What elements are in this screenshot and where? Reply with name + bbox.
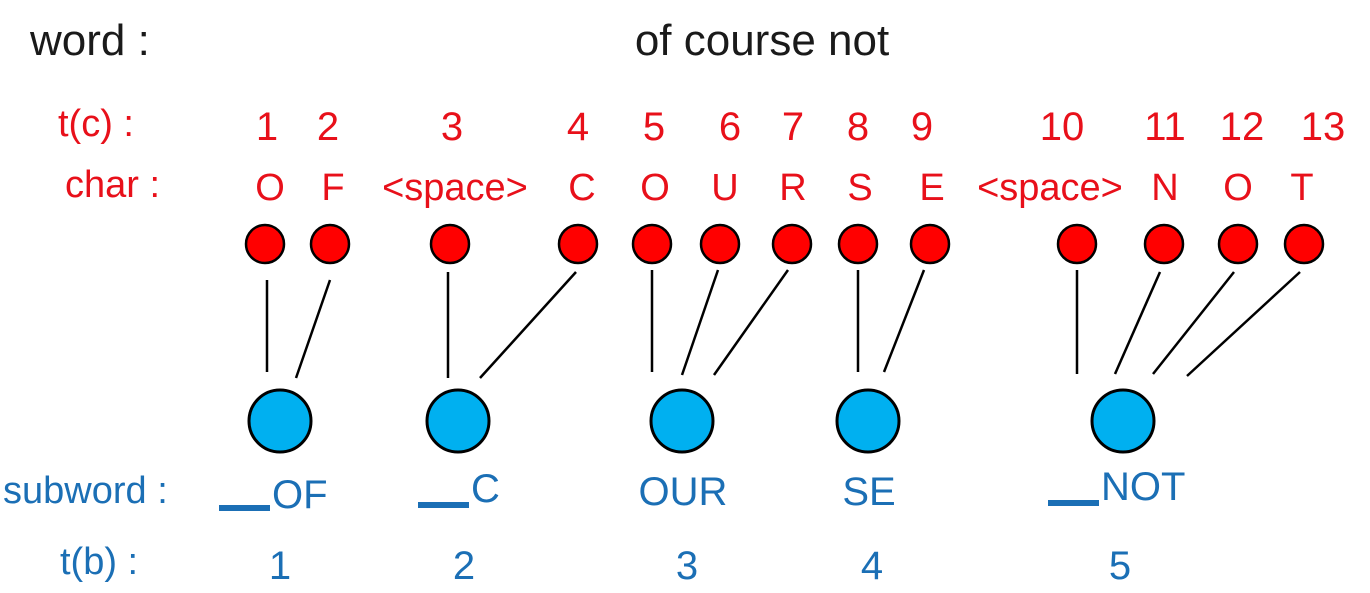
subword-column: OF 1 <box>219 388 328 588</box>
char-node <box>1143 223 1185 265</box>
subword-row-label: subword : <box>3 470 168 512</box>
subword-label: NOT <box>1101 465 1185 509</box>
subword-index: 5 <box>1109 544 1131 588</box>
char-symbol: C <box>568 167 595 209</box>
char-symbol: S <box>847 167 872 209</box>
char-column: 2 F <box>309 105 351 265</box>
char-symbol: <space> <box>382 167 528 209</box>
char-column: 8 S <box>837 105 879 265</box>
char-index: 2 <box>317 105 339 149</box>
char-node <box>837 223 879 265</box>
char-subword-link <box>882 269 926 373</box>
char-symbol: U <box>711 167 738 209</box>
subword-label: OF <box>272 473 328 517</box>
char-column: 7 R <box>771 105 813 265</box>
char-node <box>309 223 351 265</box>
char-column: 3 <space> <box>382 105 528 265</box>
subword-node <box>425 388 491 454</box>
space-marker <box>1048 500 1099 506</box>
links-layer <box>265 269 1301 379</box>
tb-row-label: t(b) : <box>60 541 138 583</box>
char-subword-link <box>1152 271 1235 375</box>
char-subword-link <box>712 269 790 376</box>
subword-label: SE <box>842 470 895 514</box>
word-text: of course not <box>635 16 889 65</box>
subword-node <box>835 388 901 454</box>
char-node <box>1217 223 1259 265</box>
subword-label: OUR <box>639 470 728 514</box>
subword-column: NOT 5 <box>1048 388 1185 588</box>
char-node <box>244 223 286 265</box>
char-index: 8 <box>847 105 869 149</box>
char-subword-link <box>1186 271 1301 377</box>
subword-index: 4 <box>861 544 883 588</box>
char-node <box>1283 223 1325 265</box>
char-node <box>699 223 741 265</box>
char-index: 13 <box>1301 105 1346 149</box>
char-node <box>1056 223 1098 265</box>
tc-row-label: t(c) : <box>58 103 134 145</box>
subword-index: 1 <box>269 544 291 588</box>
char-column: 6 U <box>699 105 741 265</box>
char-symbol: O <box>255 167 285 209</box>
char-node <box>771 223 813 265</box>
char-subword-link <box>1113 271 1162 375</box>
char-symbol: O <box>1223 167 1253 209</box>
subword-node <box>247 388 313 454</box>
subword-column: SE 4 <box>835 388 901 588</box>
char-column: 1 O <box>244 105 286 265</box>
subword-column: C 2 <box>418 388 500 588</box>
char-index: 12 <box>1220 105 1265 149</box>
char-symbol: E <box>919 167 944 209</box>
char-node <box>429 223 471 265</box>
char-column: 4 C <box>557 105 599 265</box>
char-column: 12 O <box>1217 105 1265 265</box>
char-index: 9 <box>911 105 933 149</box>
char-symbol: O <box>640 167 670 209</box>
subword-index: 2 <box>453 544 475 588</box>
char-subword-link <box>680 269 720 376</box>
subword-node <box>649 388 715 454</box>
char-symbol: F <box>321 167 344 209</box>
space-marker <box>418 502 469 508</box>
word-row-label: word : <box>29 16 150 65</box>
char-index: 10 <box>1040 105 1085 149</box>
char-subword-link <box>479 271 577 379</box>
char-column: 10 <space> <box>977 105 1123 265</box>
char-index: 6 <box>719 105 741 149</box>
subword-label: C <box>471 467 500 511</box>
char-node <box>631 223 673 265</box>
char-symbol: R <box>779 167 806 209</box>
char-index: 5 <box>643 105 665 149</box>
char-index: 11 <box>1144 105 1186 149</box>
char-row-label: char : <box>65 164 160 206</box>
char-column: 5 O <box>631 105 673 265</box>
char-column: 9 E <box>909 105 951 265</box>
char-symbol: <space> <box>977 167 1123 209</box>
char-symbol: N <box>1151 167 1178 209</box>
char-symbol: T <box>1290 167 1313 209</box>
char-subword-link <box>294 279 332 379</box>
char-index: 3 <box>441 105 463 149</box>
char-index: 7 <box>782 105 804 149</box>
subword-node <box>1090 388 1156 454</box>
char-index: 4 <box>567 105 589 149</box>
subword-column: OUR 3 <box>639 388 728 588</box>
char-column: 13 T <box>1283 105 1346 265</box>
char-index: 1 <box>256 105 278 149</box>
char-node <box>557 223 599 265</box>
char-column: 11 N <box>1143 105 1186 265</box>
space-marker <box>219 505 270 511</box>
char-node <box>909 223 951 265</box>
subword-index: 3 <box>676 544 698 588</box>
